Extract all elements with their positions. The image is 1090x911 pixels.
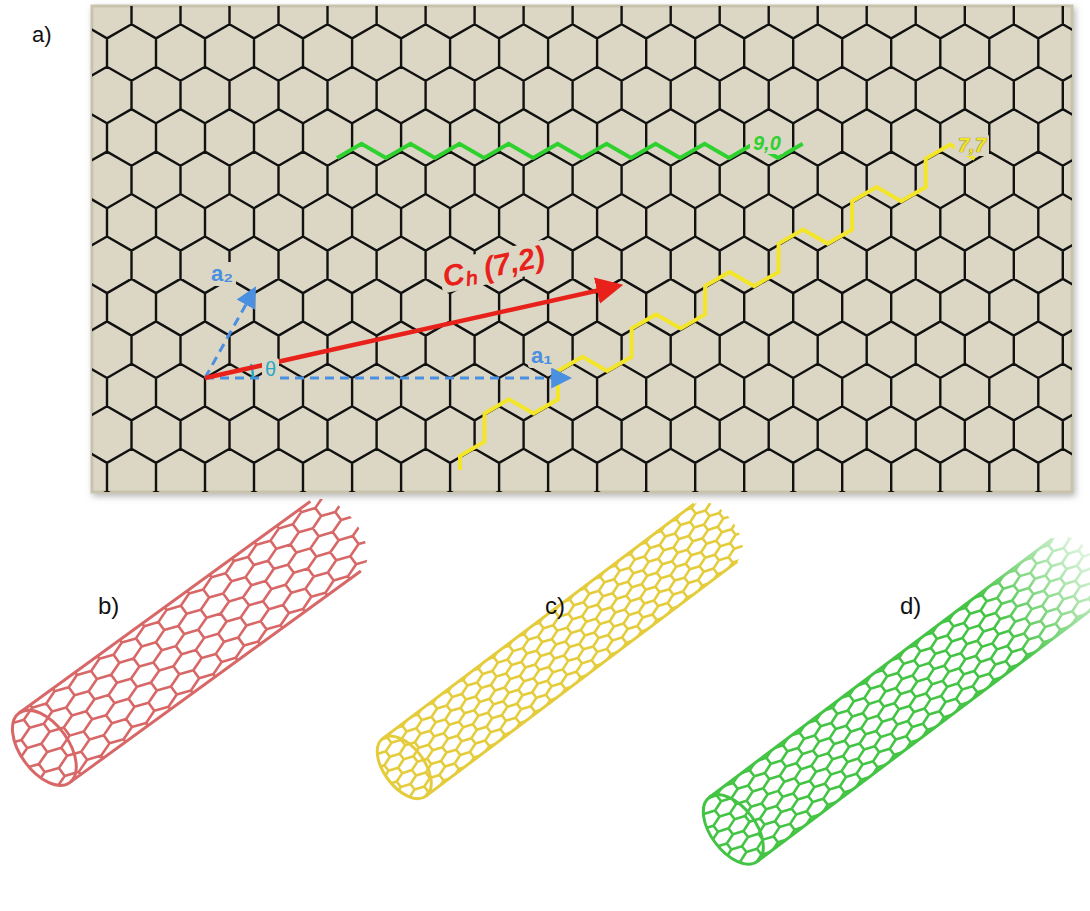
tube-edge bbox=[383, 504, 738, 796]
chirality-label: 7,7 bbox=[955, 134, 989, 156]
panel-letter: c) bbox=[545, 594, 565, 618]
panel-letter: a) bbox=[32, 24, 52, 46]
nanotubes bbox=[0, 435, 1090, 911]
tube-wall bbox=[0, 435, 446, 841]
tube-hexagons bbox=[650, 483, 1090, 910]
graphene-lattice bbox=[92, 6, 1072, 492]
lattice-edges bbox=[92, 6, 1072, 492]
armchair-path bbox=[460, 145, 975, 470]
vector-label: a₂ bbox=[208, 262, 236, 286]
tube-wall bbox=[650, 483, 1090, 910]
a1-vector bbox=[205, 377, 568, 380]
panel-letter: b) bbox=[98, 594, 119, 618]
tube-mouth bbox=[0, 699, 89, 797]
tube-b bbox=[0, 435, 446, 841]
tube-mouth bbox=[367, 726, 443, 808]
a2-vector bbox=[205, 290, 254, 378]
chirality-label: 9,0 bbox=[750, 132, 784, 154]
vector-label: a₁ bbox=[528, 344, 555, 368]
panel-ground bbox=[92, 6, 1072, 492]
panel-letter: d) bbox=[900, 594, 921, 618]
tube-fade bbox=[689, 522, 1090, 878]
tube-d bbox=[650, 483, 1090, 910]
angle-label: θ bbox=[262, 358, 279, 380]
tube-edge bbox=[19, 501, 361, 782]
zigzag-path bbox=[337, 144, 803, 158]
tube-hexagons bbox=[0, 435, 446, 841]
